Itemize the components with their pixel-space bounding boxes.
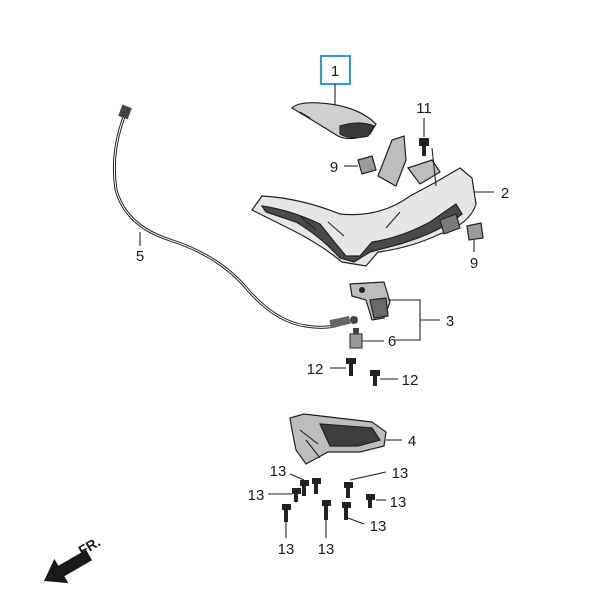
part-5-cable[interactable] (112, 104, 358, 329)
part-13-screw-h[interactable] (342, 502, 351, 520)
part-12-screw-a[interactable] (346, 358, 356, 376)
callout-12-left: 12 (307, 361, 324, 378)
callout-13-g: 13 (318, 541, 335, 558)
callout-5: 5 (136, 248, 144, 265)
callout-13-d: 13 (390, 494, 407, 511)
part-6-pin[interactable] (349, 328, 363, 349)
callout-12-right: 12 (402, 372, 419, 389)
part-13-screw-a[interactable] (300, 480, 309, 496)
callout-13-c: 13 (392, 465, 409, 482)
callout-11: 11 (416, 100, 432, 117)
callout-9-lower: 9 (470, 255, 478, 272)
part-13-screw-e[interactable] (366, 494, 375, 508)
part-13-screw-f[interactable] (282, 504, 291, 522)
part-4-lower-bracket[interactable] (289, 413, 387, 465)
part-13-screw-c[interactable] (292, 488, 301, 502)
front-direction-arrow-icon (44, 549, 93, 584)
callout-13-e: 13 (370, 518, 387, 535)
callout-9-upper: 9 (330, 159, 338, 176)
part-1-cover[interactable] (291, 102, 377, 140)
part-9-clip-lower[interactable] (466, 222, 484, 241)
part-13-screw-b[interactable] (312, 478, 321, 494)
callout-4: 4 (408, 433, 416, 450)
part-12-screw-b[interactable] (370, 370, 380, 386)
callout-13-f: 13 (278, 541, 295, 558)
callout-13-a: 13 (270, 463, 287, 480)
part-3-bracket[interactable] (349, 281, 391, 321)
part-9-clip-upper[interactable] (357, 155, 377, 175)
callout-6: 6 (388, 333, 396, 350)
callout-3: 3 (446, 313, 454, 330)
part-13-screw-g[interactable] (322, 500, 331, 520)
part-11-screw[interactable] (419, 138, 429, 156)
part-13-screw-d[interactable] (344, 482, 353, 498)
part-2-inner-panel[interactable] (251, 135, 477, 267)
callout-2: 2 (501, 185, 509, 202)
callout-13-b: 13 (248, 487, 265, 504)
callout-1: 1 (331, 63, 339, 80)
